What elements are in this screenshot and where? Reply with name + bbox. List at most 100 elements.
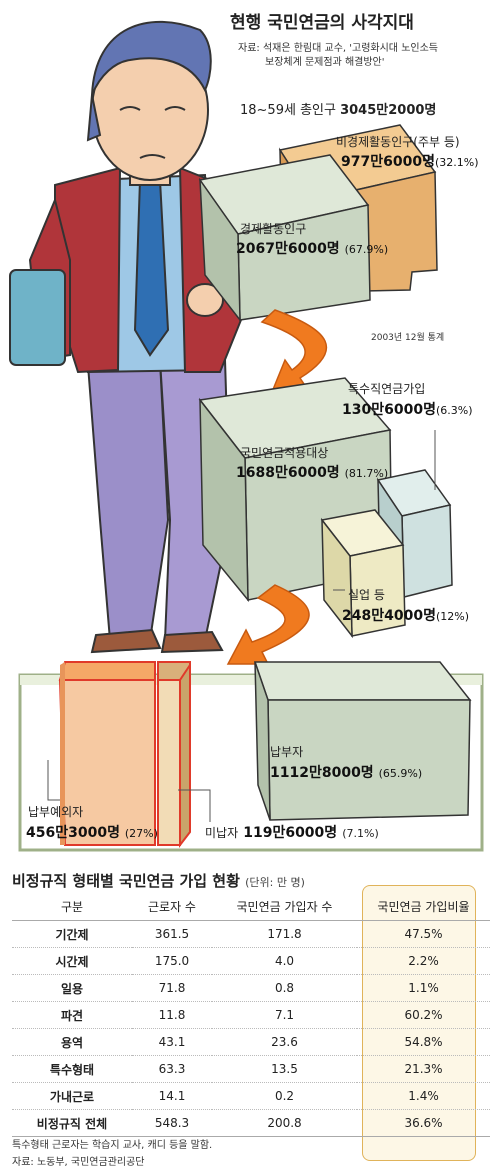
table-unit: (단위: 만 명) — [245, 876, 305, 889]
table-cell: 14.1 — [132, 1082, 212, 1110]
table-source: 자료: 노동부, 국민연금관리공단 — [12, 1157, 145, 1168]
table-cell: 4.0 — [212, 947, 357, 975]
np-target-value-group: 1688만6000명 (81.7%) — [236, 462, 388, 482]
column-header: 근로자 수 — [132, 893, 212, 921]
row-category: 용역 — [12, 1028, 132, 1056]
table-cell: 13.5 — [212, 1055, 357, 1083]
row-category: 기간제 — [12, 920, 132, 948]
unpaid-block — [157, 661, 191, 848]
table-cell: 7.1 — [212, 1001, 357, 1029]
source-note-line1: 자료: 석재은 한림대 교수, '고령화시대 노인소득 — [238, 43, 438, 54]
unemployed-value: 248만4000명 — [342, 608, 436, 624]
non-economic-pct: (32.1%) — [434, 156, 479, 169]
exempt-pct: (27%) — [124, 827, 158, 840]
unpaid-label: 미납자 — [205, 826, 239, 840]
page-title: 현행 국민연금의 사각지대 — [230, 13, 414, 33]
special-pension-value: 130만6000명 — [342, 402, 436, 418]
table-cell: 175.0 — [132, 947, 212, 975]
table-cell: 11.8 — [132, 1001, 212, 1029]
column-header: 국민연금 가입자 수 — [212, 893, 357, 921]
economic-label: 경제활동인구 — [240, 222, 307, 236]
row-category: 시간제 — [12, 947, 132, 975]
np-target-pct: (81.7%) — [344, 467, 389, 480]
table-title: 비정규직 형태별 국민연금 가입 현황 — [12, 872, 240, 890]
column-header: 국민연금 가입비율 — [357, 893, 490, 921]
table-cell: 23.6 — [212, 1028, 357, 1056]
payers-value: 1112만8000명 — [270, 765, 374, 781]
np-target-block — [198, 377, 393, 603]
enrollment-rate-cell: 1.4% — [357, 1082, 490, 1110]
unemployed-value-group: 248만4000명(12%) — [342, 605, 469, 625]
non-economic-value-group: 977만6000명(32.1%) — [341, 151, 478, 171]
table-cell: 0.8 — [212, 974, 357, 1002]
illustration-layer — [9, 20, 484, 852]
enrollment-rate-cell: 60.2% — [357, 1001, 490, 1029]
table-header-row: 구분 근로자 수 국민연금 가입자 수 국민연금 가입비율 — [12, 893, 490, 921]
payers-label: 납부자 — [270, 745, 304, 759]
enrollment-rate-cell: 47.5% — [357, 920, 490, 948]
row-category: 파견 — [12, 1001, 132, 1029]
flow-arrow-2 — [226, 584, 310, 665]
special-pension-pct: (6.3%) — [435, 404, 473, 417]
table-cell: 548.3 — [132, 1109, 212, 1137]
np-target-label: 국민연금적용대상 — [240, 446, 329, 460]
economic-block — [198, 154, 371, 323]
enrollment-rate-cell: 21.3% — [357, 1055, 490, 1083]
table-footnote: 특수형태 근로자는 학습지 교사, 캐디 등을 말함. — [12, 1140, 213, 1151]
exempt-value-group: 456만3000명 (27%) — [26, 822, 158, 842]
np-target-value: 1688만6000명 — [236, 465, 340, 481]
table-cell: 361.5 — [132, 920, 212, 948]
unemployed-block — [320, 509, 406, 639]
unpaid-value: 119만6000명 — [243, 825, 338, 841]
payers-pct: (65.9%) — [378, 767, 423, 780]
economic-pct: (67.9%) — [344, 243, 389, 256]
economic-value-group: 2067만6000명 (67.9%) — [236, 238, 388, 258]
source-note-line2: 보장체계 문제점과 해결방안' — [265, 57, 385, 68]
special-pension-value-group: 130만6000명(6.3%) — [342, 399, 472, 419]
table-cell: 71.8 — [132, 974, 212, 1002]
special-pension-label: 특수직연금가입 — [348, 382, 426, 396]
enrollment-rate-cell: 2.2% — [357, 947, 490, 975]
exempt-value: 456만3000명 — [26, 825, 120, 841]
column-header: 구분 — [12, 893, 132, 921]
row-category: 일용 — [12, 974, 132, 1002]
unemployed-pct: (12%) — [435, 610, 469, 623]
row-category: 비정규직 전체 — [12, 1109, 132, 1137]
unpaid-group: 미납자 119만6000명 (7.1%) — [205, 822, 379, 842]
non-economic-label: 비경제활동인구(주부 등) — [336, 135, 460, 149]
payers-block — [253, 661, 472, 821]
economic-value: 2067만6000명 — [236, 241, 340, 257]
row-category: 특수형태 — [12, 1055, 132, 1083]
worried-man-illustration — [9, 20, 247, 654]
exempt-block — [58, 661, 156, 846]
table-cell: 43.1 — [132, 1028, 212, 1056]
payers-value-group: 1112만8000명 (65.9%) — [270, 762, 422, 782]
non-economic-value: 977만6000명 — [341, 154, 435, 170]
table-title-group: 비정규직 형태별 국민연금 가입 현황 (단위: 만 명) — [12, 870, 305, 891]
enrollment-rate-cell: 54.8% — [357, 1028, 490, 1056]
table-cell: 63.3 — [132, 1055, 212, 1083]
row-category: 가내근로 — [12, 1082, 132, 1110]
table-cell: 171.8 — [212, 920, 357, 948]
unemployed-label: 실업 등 — [348, 588, 385, 602]
exempt-label: 납부예외자 — [28, 805, 84, 819]
enrollment-rate-cell: 1.1% — [357, 974, 490, 1002]
enrollment-rate-cell: 36.6% — [357, 1109, 490, 1137]
table-cell: 200.8 — [212, 1109, 357, 1137]
total-population-value: 3045만2000명 — [340, 103, 437, 118]
table-cell: 0.2 — [212, 1082, 357, 1110]
total-population-label: 18~59세 총인구 3045만2000명 — [240, 99, 436, 118]
total-population-text: 18~59세 총인구 — [240, 103, 336, 118]
statistics-date: 2003년 12월 통계 — [371, 333, 445, 343]
